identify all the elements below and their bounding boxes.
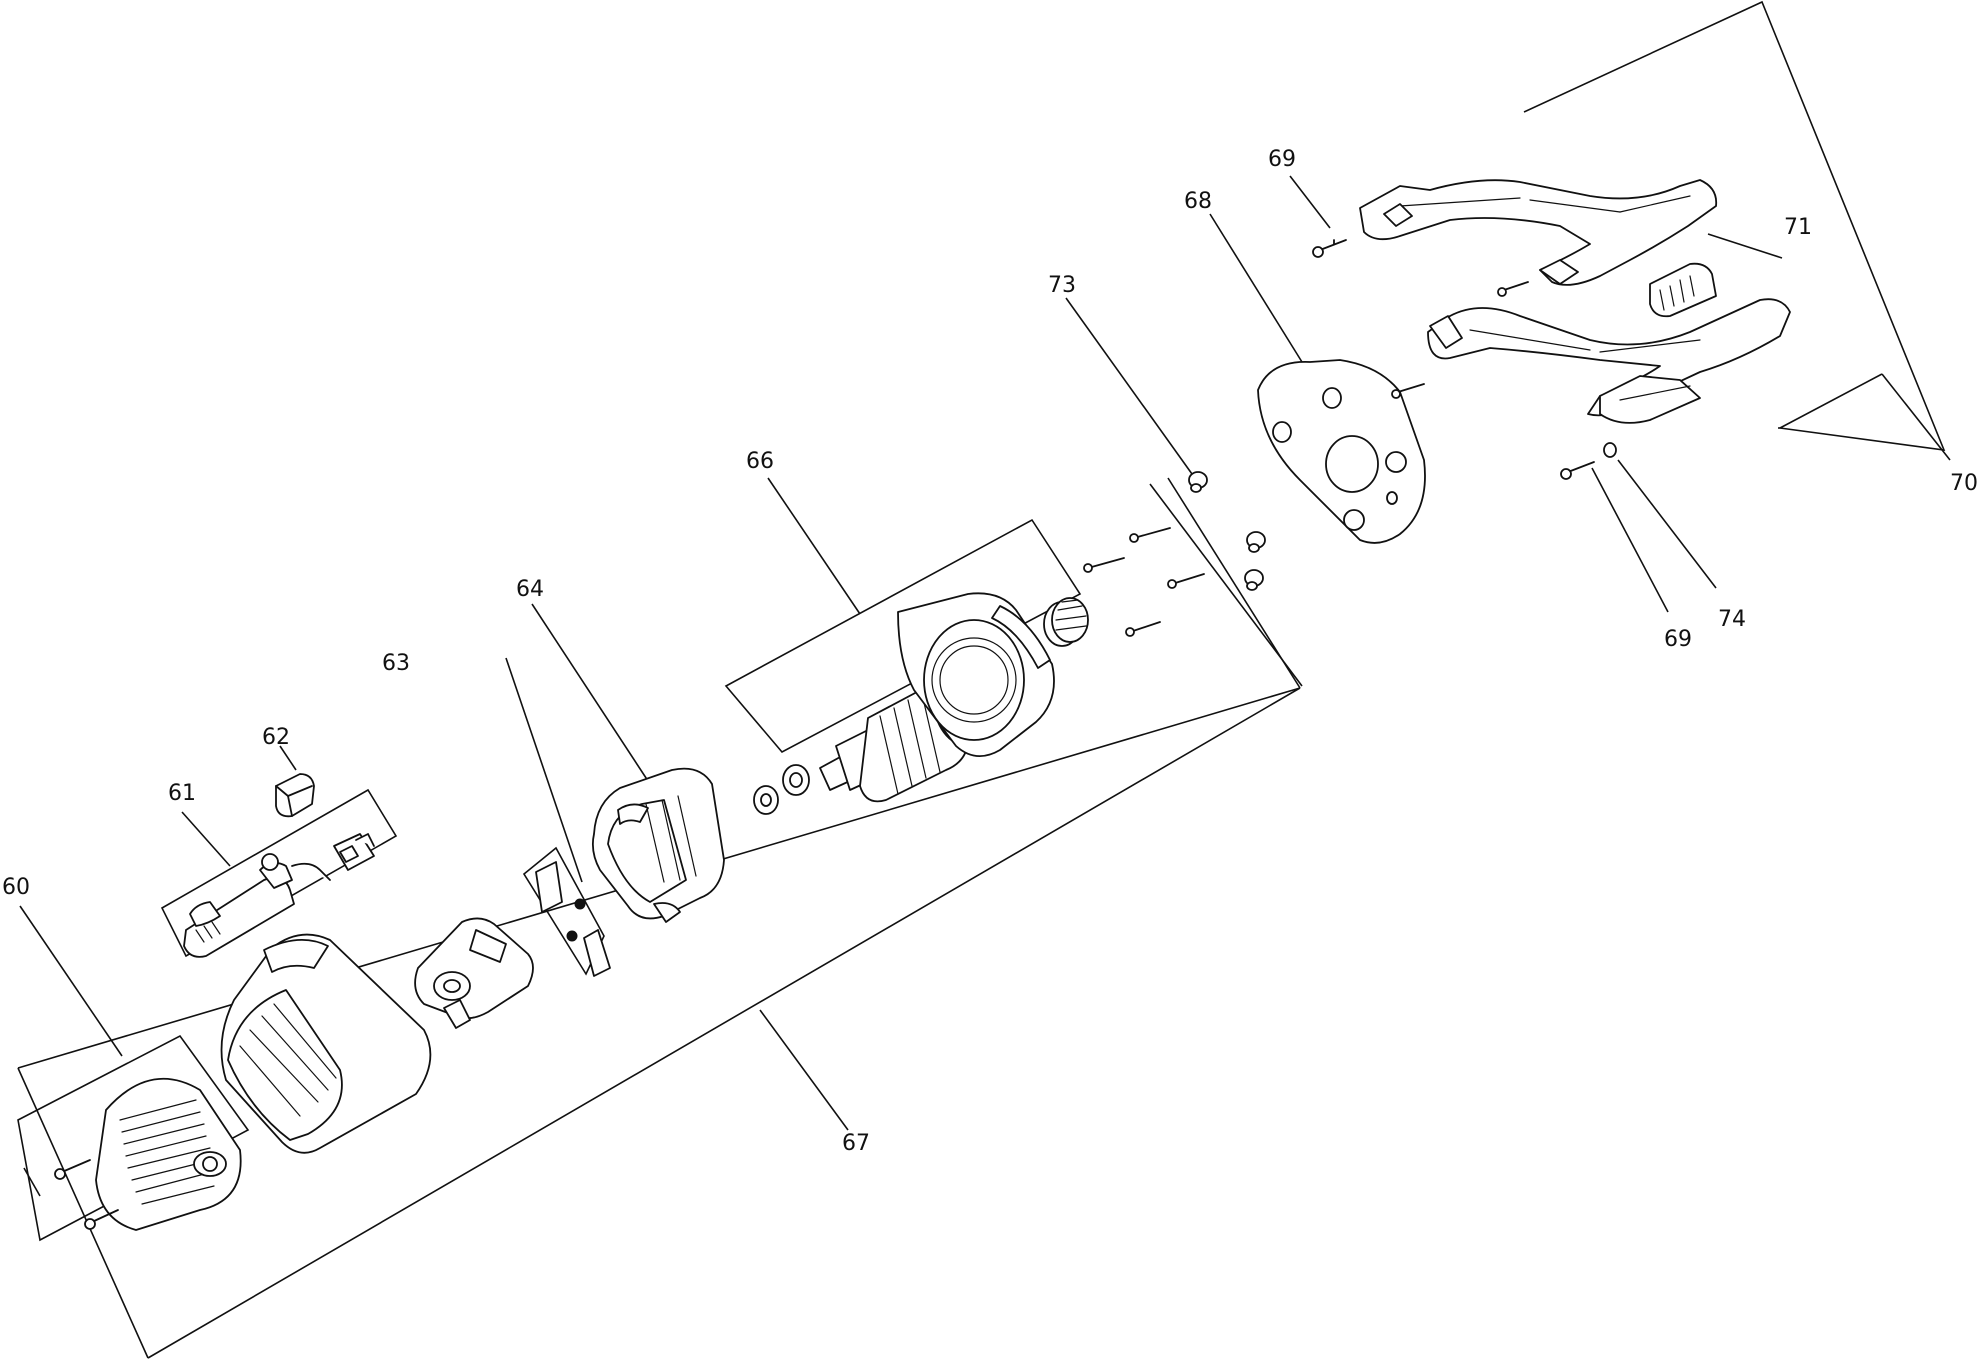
part-66-armature-group <box>724 477 1089 815</box>
part-61-switch-group <box>160 788 398 958</box>
callout-66: 66 <box>746 449 774 474</box>
leader-60 <box>19 905 123 1057</box>
part-73-stud <box>1065 297 1208 493</box>
leader-73 <box>1065 297 1193 475</box>
leader-67 <box>759 1009 849 1131</box>
part-69-screw-bottom <box>1560 461 1669 613</box>
motor-housing-rear <box>220 933 432 1154</box>
part-70-handle-group <box>1359 0 1951 461</box>
part-68-gasket <box>1209 213 1426 544</box>
part-69-screw-top <box>1289 175 1347 258</box>
screw-60a <box>54 1159 91 1180</box>
callout-64: 64 <box>516 577 544 602</box>
part-64-stator <box>531 603 725 923</box>
callout-74: 74 <box>1718 607 1746 632</box>
stud-b <box>1244 569 1264 591</box>
part-62-switch-cap <box>275 745 315 818</box>
part-63-brush-group <box>414 657 611 1029</box>
leader-62 <box>279 745 297 771</box>
callout-73: 73 <box>1048 273 1076 298</box>
part-71-switch-module <box>1649 233 1783 318</box>
callout-69-top: 69 <box>1268 147 1296 172</box>
handle-screw-b <box>1391 383 1425 399</box>
pin-1 <box>1129 527 1171 543</box>
callout-71: 71 <box>1784 215 1812 240</box>
leader-70 <box>1881 373 1951 461</box>
stud-a <box>1246 531 1266 553</box>
callout-60: 60 <box>2 875 30 900</box>
callout-62: 62 <box>262 725 290 750</box>
leader-74 <box>1617 459 1717 589</box>
leader-69-top <box>1289 175 1331 229</box>
leader-63 <box>505 657 583 883</box>
carbon-brush-b <box>566 929 611 977</box>
part-60-rear-cover <box>17 905 250 1242</box>
part-74-washer <box>1603 442 1717 589</box>
pin-4 <box>1125 621 1161 637</box>
assembly-screws <box>1083 483 1303 687</box>
leader-66 <box>767 477 861 615</box>
callout-70: 70 <box>1950 471 1977 496</box>
carbon-brush-a <box>535 861 586 913</box>
leader-68 <box>1209 213 1303 363</box>
callout-63: 63 <box>382 651 410 676</box>
callout-67: 67 <box>842 1131 870 1156</box>
callout-69-bottom: 69 <box>1664 627 1692 652</box>
leader-61 <box>181 811 231 867</box>
screw-60b <box>84 1209 119 1230</box>
leader-71 <box>1707 233 1783 259</box>
pin-3 <box>1167 573 1205 589</box>
leader-69-bottom <box>1591 467 1669 613</box>
callout-68: 68 <box>1184 189 1212 214</box>
leader-64 <box>531 603 651 785</box>
callout-61: 61 <box>168 781 196 806</box>
handle-screw-a <box>1497 281 1529 297</box>
pin-2 <box>1083 557 1125 573</box>
